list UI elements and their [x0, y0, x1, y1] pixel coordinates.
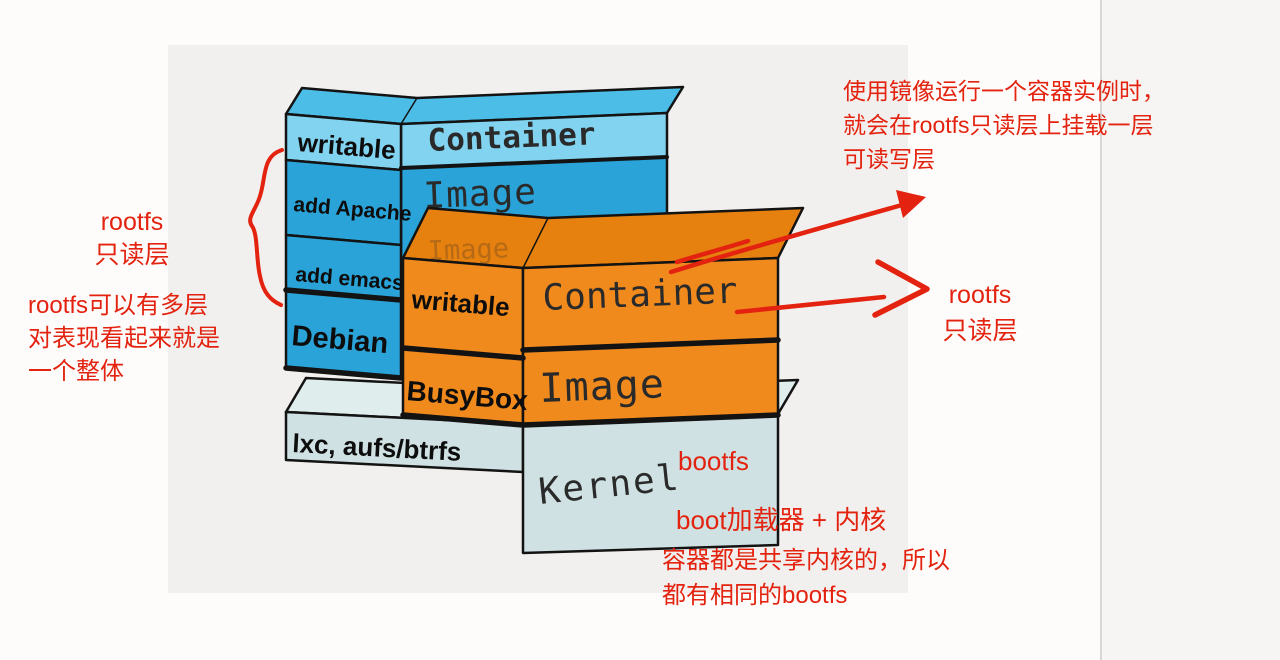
note-mount-writable-layer: 使用镜像运行一个容器实例时， 就会在rootfs只读层上挂载一层 可读写层 — [843, 78, 1165, 172]
orange-bottom-border-front — [520, 412, 781, 428]
red-annotations — [248, 148, 930, 318]
blue-container-label: Container — [427, 116, 596, 159]
note-rootfs-readonly-right: rootfs 只读层 — [942, 281, 1018, 345]
orange-top-crease — [522, 217, 549, 269]
debian-bottom-border — [283, 365, 404, 381]
note-bootfs: bootfs — [678, 446, 749, 476]
note-rootfs-readonly-left: rootfs 只读层 — [94, 208, 170, 269]
orange-bottom-border-left — [400, 412, 526, 428]
right-rail — [1100, 0, 1280, 660]
rootfs-arrow-chevron — [872, 259, 930, 318]
orange-image-label: Image — [539, 361, 666, 412]
orange-container-label: Container — [542, 271, 739, 319]
note-shared-kernel: 容器都是共享内核的，所以 都有相同的bootfs — [662, 547, 950, 609]
rootfs-brace — [248, 148, 284, 307]
mount-arrow-tail — [674, 238, 751, 265]
mount-arrow-head — [896, 190, 926, 218]
note-boot-loader: boot加载器 + 内核 — [676, 505, 887, 535]
debian-top-border — [283, 287, 404, 303]
orange-container-stack: Image writable BusyBox Container Image — [400, 206, 805, 428]
blue-container-divider — [399, 155, 669, 170]
blue-top-crease — [400, 97, 418, 125]
note-rootfs-multilayer: rootfs可以有多层 对表现看起来就是 一个整体 — [28, 292, 220, 385]
orange-container-divider — [520, 337, 781, 353]
rootfs-arrow-line — [734, 294, 887, 315]
mount-arrow-line — [668, 202, 905, 275]
busybox-top-border — [400, 345, 526, 361]
